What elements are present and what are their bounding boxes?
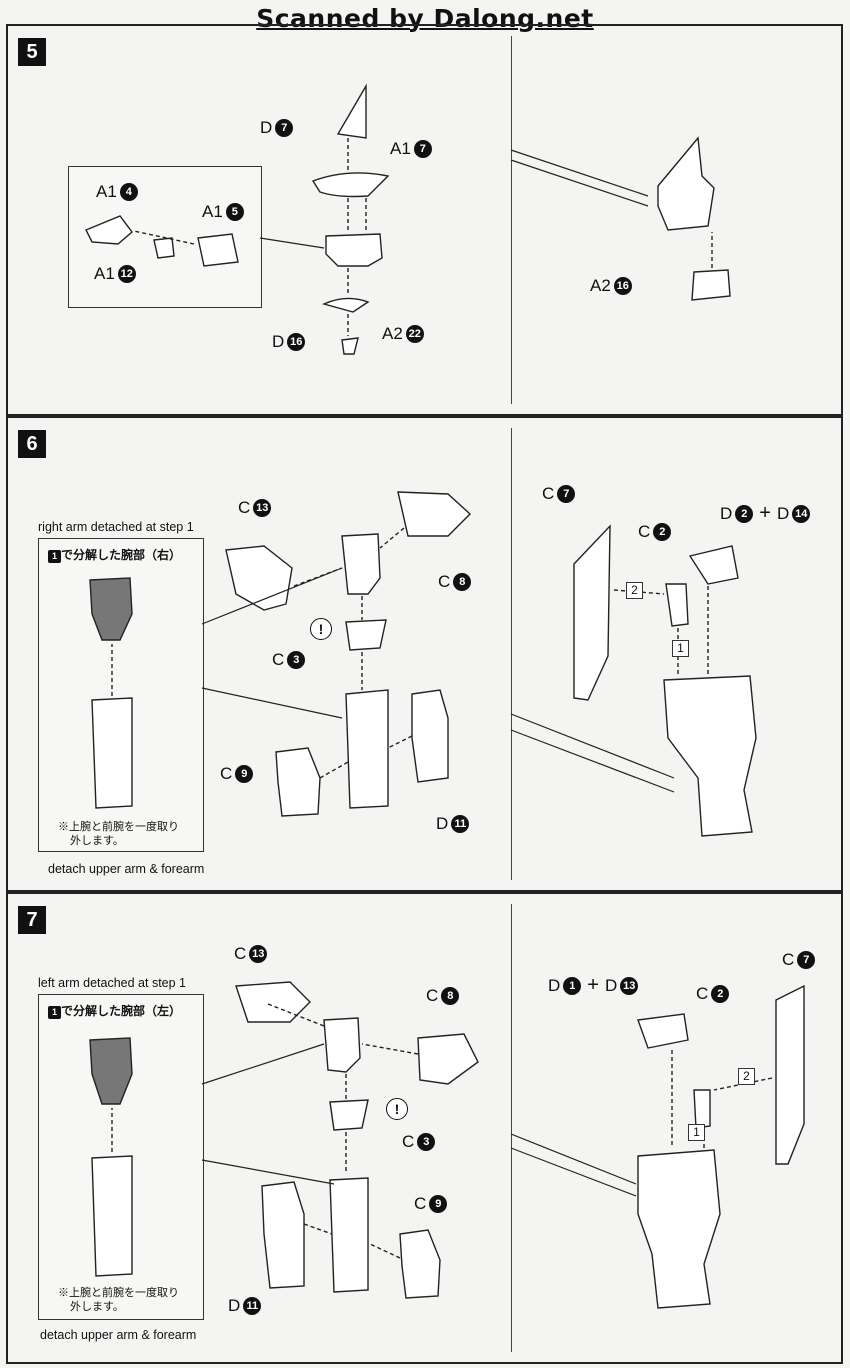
part-c13 — [225, 545, 293, 611]
panel-divider — [511, 904, 512, 1352]
caution-mark: ! — [310, 618, 332, 640]
part-c13 — [235, 981, 311, 1023]
step-7-diagram — [89, 981, 805, 1309]
part-c9 — [399, 1229, 441, 1299]
part-forearm-detached — [91, 697, 133, 809]
assembled-arm — [637, 1149, 721, 1309]
part-a216-assembled — [691, 269, 731, 301]
part-head-core — [325, 233, 383, 267]
step-5-panel: 5 — [6, 24, 843, 416]
part-elbow-joint — [341, 533, 381, 595]
part-upper-arm-detached — [89, 577, 133, 641]
order-2-badge: 2 — [626, 582, 643, 599]
box-title-en: right arm detached at step 1 — [38, 520, 194, 534]
assembled-head — [657, 136, 715, 231]
box-note-jp: ※上腕と前腕を一度取り外します。 — [58, 1287, 179, 1313]
part-d11 — [261, 1181, 305, 1289]
box-title-en: left arm detached at step 1 — [38, 976, 187, 990]
assembled-arm — [663, 675, 757, 837]
part-c3 — [329, 1099, 369, 1131]
part-a222 — [321, 297, 370, 313]
step-6-diagram — [89, 491, 757, 837]
panel-divider — [511, 36, 512, 404]
step-number: 6 — [18, 430, 46, 458]
part-c7-armor — [573, 524, 611, 701]
order-2-badge: 2 — [738, 1068, 755, 1085]
part-a17-shell — [311, 172, 390, 198]
scan-header: Scanned by Dalong.net — [256, 4, 594, 33]
part-c2 — [665, 583, 689, 627]
part-elbow-joint — [323, 1017, 361, 1073]
part-c7-armor — [775, 984, 805, 1165]
part-c8 — [397, 491, 472, 537]
step-5-diagram — [85, 83, 731, 355]
step-number: 5 — [18, 38, 46, 66]
part-forearm-detached — [91, 1155, 133, 1277]
step-number: 7 — [18, 906, 46, 934]
part-c3 — [345, 619, 387, 651]
box-note-en: detach upper arm & forearm — [48, 862, 205, 876]
panel-divider — [511, 428, 512, 880]
order-1-badge: 1 — [672, 640, 689, 657]
part-c2 — [693, 1089, 711, 1129]
part-c8 — [417, 1033, 479, 1085]
box-note-jp: ※上腕と前腕を一度取り外します。 — [58, 821, 179, 847]
part-a14 — [85, 215, 133, 245]
part-a112 — [153, 237, 175, 259]
part-d1-d13 — [637, 1013, 689, 1049]
part-d11 — [411, 689, 449, 783]
part-forearm-core — [329, 1177, 369, 1293]
caution-mark: ! — [386, 1098, 408, 1120]
part-upper-arm-detached — [89, 1037, 133, 1105]
box-note-en: detach upper arm & forearm — [40, 1328, 197, 1342]
part-d7-horn — [336, 83, 367, 139]
part-d16 — [341, 337, 359, 355]
part-a15 — [197, 233, 239, 267]
part-c9 — [275, 747, 321, 817]
order-1-badge: 1 — [688, 1124, 705, 1141]
part-d2-d14 — [688, 545, 739, 585]
part-forearm-core — [345, 689, 389, 809]
